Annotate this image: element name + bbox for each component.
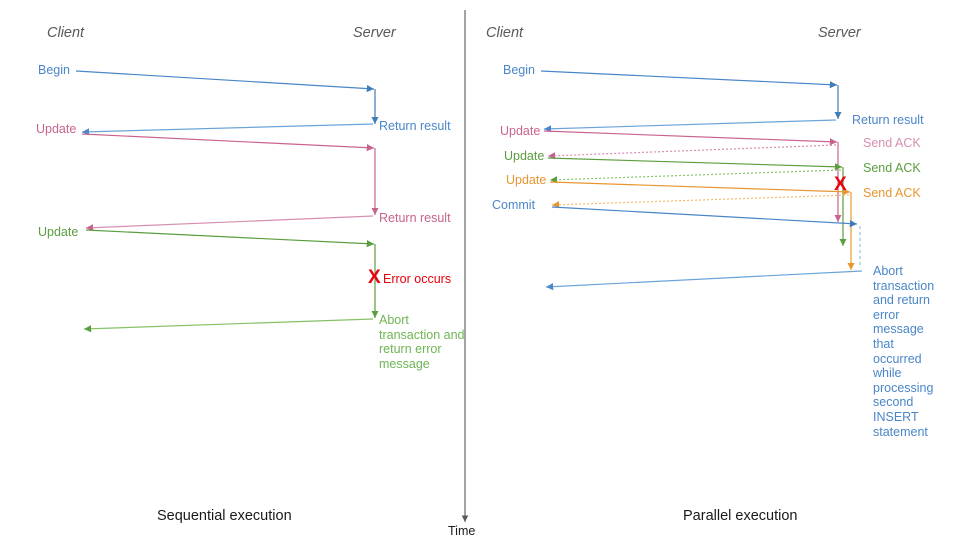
right-message-update-3: Update bbox=[506, 173, 547, 187]
right-message-abort: Abort transaction and return error messa… bbox=[873, 264, 935, 439]
right-error-x-icon: X bbox=[834, 174, 847, 195]
right-arrow-update-1 bbox=[543, 130, 842, 222]
right-arrow-commit bbox=[551, 206, 861, 268]
left-server-lane-header: Server bbox=[353, 25, 396, 41]
left-message-update-1: Update bbox=[36, 122, 77, 136]
left-client-lane-header: Client bbox=[47, 25, 85, 41]
left-arrow-abort bbox=[83, 318, 374, 333]
left-message-return-result-2: Return result bbox=[379, 211, 451, 225]
right-arrow-begin bbox=[540, 70, 842, 119]
right-message-send-ack-1: Send ACK bbox=[863, 136, 921, 150]
left-error-x-icon: X bbox=[368, 267, 381, 288]
right-arrow-send-ack-2 bbox=[549, 169, 842, 184]
right-message-begin: Begin bbox=[503, 63, 535, 77]
left-message-update-2: Update bbox=[38, 225, 79, 239]
left-message-return-result-1: Return result bbox=[379, 119, 451, 133]
left-arrow-return-result-1 bbox=[81, 123, 374, 136]
right-panel-caption: Parallel execution bbox=[683, 508, 798, 524]
left-arrow-update-1 bbox=[81, 133, 379, 215]
left-arrow-update-2 bbox=[85, 229, 379, 318]
right-message-commit: Commit bbox=[492, 198, 536, 212]
left-message-error-occurs: Error occurs bbox=[383, 272, 452, 286]
left-message-abort: Abort transaction and return error messa… bbox=[379, 313, 465, 371]
left-panel-caption: Sequential execution bbox=[157, 508, 292, 524]
left-message-begin: Begin bbox=[38, 63, 70, 77]
right-message-update-2: Update bbox=[504, 149, 545, 163]
time-axis-label: Time bbox=[448, 524, 476, 538]
right-message-update-1: Update bbox=[500, 124, 541, 138]
right-client-lane-header: Client bbox=[486, 25, 524, 41]
left-arrow-return-result-2 bbox=[85, 215, 374, 232]
right-arrow-send-ack-1 bbox=[547, 144, 837, 160]
right-arrow-send-ack-3 bbox=[551, 194, 850, 209]
right-message-send-ack-3: Send ACK bbox=[863, 186, 921, 200]
right-arrow-abort bbox=[545, 270, 863, 291]
right-arrow-update-2 bbox=[547, 157, 847, 246]
left-arrow-begin bbox=[75, 70, 379, 124]
right-arrow-return-result bbox=[543, 119, 837, 133]
right-message-return-result: Return result bbox=[852, 113, 924, 127]
right-arrow-update-3 bbox=[549, 181, 855, 270]
right-server-lane-header: Server bbox=[818, 25, 861, 41]
right-message-send-ack-2: Send ACK bbox=[863, 161, 921, 175]
